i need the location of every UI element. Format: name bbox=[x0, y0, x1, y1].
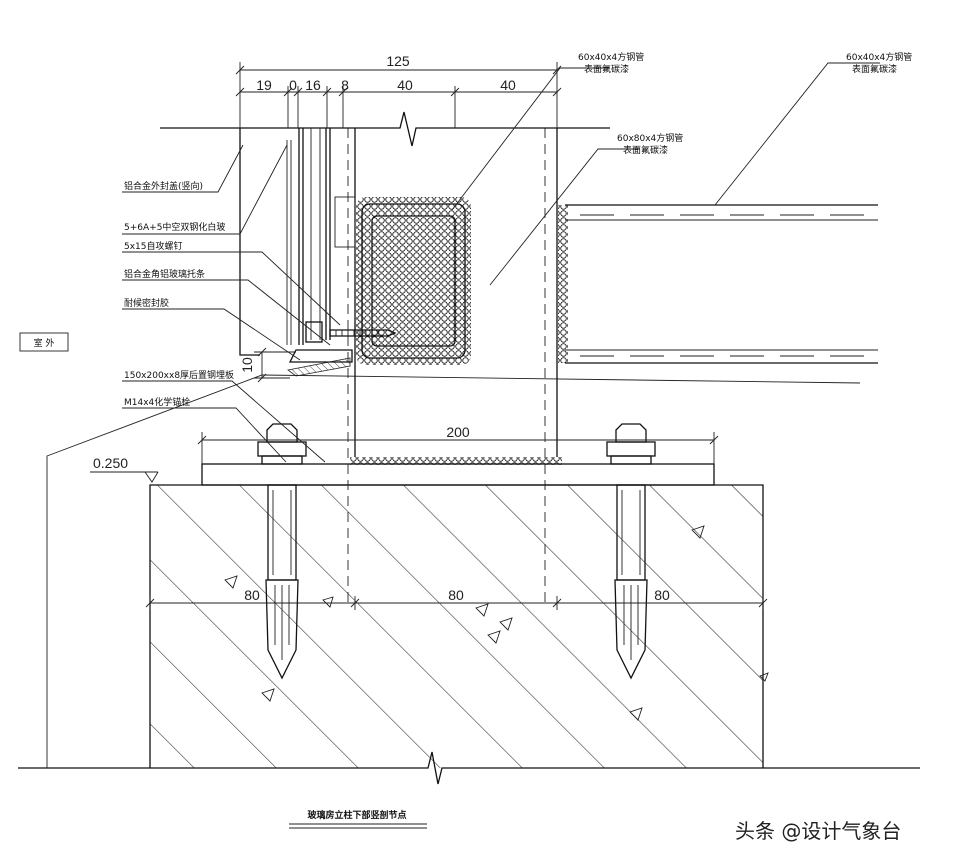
label-base-plate: 150x200xx8厚后置钢埋板 bbox=[124, 369, 234, 381]
dim-part-5: 40 bbox=[397, 77, 413, 93]
dim-part-4: 8 bbox=[341, 77, 349, 93]
label-tube-main-1: 60x80x4方钢管 bbox=[617, 132, 683, 144]
horizontal-tube bbox=[565, 204, 878, 364]
label-texts: 60x40x4方钢管 表面氟碳漆 60x40x4方钢管 表面氟碳漆 60x80x… bbox=[124, 51, 912, 408]
sealant-block bbox=[334, 196, 356, 248]
dim-part-3: 16 bbox=[305, 77, 321, 93]
height-dimension: 10 bbox=[239, 347, 296, 383]
label-screw: 5x15自攻螺钉 bbox=[124, 240, 183, 252]
svg-text:室 外: 室 外 bbox=[34, 337, 55, 349]
label-tube-top-right-2: 表面氟碳漆 bbox=[852, 63, 897, 75]
dim-plate: 200 bbox=[446, 424, 470, 440]
outdoor-label: 室 外 bbox=[19, 332, 69, 352]
label-tube-main-2: 表面氟碳漆 bbox=[623, 144, 668, 156]
dim-part-1: 19 bbox=[256, 77, 272, 93]
top-dimensions: 125 19 0 16 8 40 40 bbox=[235, 53, 562, 128]
column-weld-right bbox=[558, 205, 568, 363]
dim-part-6: 40 bbox=[500, 77, 516, 93]
watermark-text: 头条 @设计气象台 bbox=[735, 819, 901, 843]
label-glass: 5+6A+5中空双钢化白玻 bbox=[124, 221, 225, 233]
leader-lines bbox=[122, 62, 880, 463]
sealant-bead bbox=[287, 357, 351, 377]
label-glass-bracket: 铝合金角铝玻璃托条 bbox=[124, 268, 205, 280]
label-tube-top-right-1: 60x40x4方钢管 bbox=[846, 51, 912, 63]
label-tube-top-center-1: 60x40x4方钢管 bbox=[578, 51, 644, 63]
elevation-value: 0.250 bbox=[93, 455, 128, 471]
ground-line bbox=[18, 751, 920, 785]
small-square-tube bbox=[356, 197, 471, 365]
dim-10: 10 bbox=[239, 357, 255, 373]
anchor-bolt-left bbox=[257, 423, 307, 680]
outer-boundary-line bbox=[46, 374, 861, 768]
svg-text:玻璃房立柱下部竖剖节点: 玻璃房立柱下部竖剖节点 bbox=[307, 809, 406, 821]
glass-frame-system bbox=[239, 128, 397, 377]
plate-weld bbox=[350, 457, 562, 465]
label-sealant: 耐候密封胶 bbox=[124, 297, 169, 309]
dim-bottom-1: 80 bbox=[244, 587, 260, 603]
dim-bottom-3: 80 bbox=[654, 587, 670, 603]
dim-total: 125 bbox=[386, 53, 410, 69]
anchor-bolt-right bbox=[606, 423, 656, 680]
concrete-slab bbox=[149, 484, 769, 768]
label-cover-cap: 铝合金外封盖(竖向) bbox=[124, 180, 203, 192]
dim-part-2: 0 bbox=[289, 77, 297, 93]
plate-dimension: 200 bbox=[197, 424, 719, 464]
elevation-mark: 0.250 bbox=[90, 455, 159, 483]
dim-bottom-2: 80 bbox=[448, 587, 464, 603]
bottom-dimensions: 80 80 80 bbox=[145, 587, 768, 610]
drawing-title: 玻璃房立柱下部竖剖节点 bbox=[289, 809, 427, 829]
label-tube-top-center-2: 表面氟碳漆 bbox=[584, 63, 629, 75]
label-anchor: M14x4化学锚栓 bbox=[124, 396, 190, 408]
base-plate bbox=[201, 457, 715, 486]
setting-block bbox=[305, 321, 323, 343]
main-column bbox=[160, 111, 610, 605]
